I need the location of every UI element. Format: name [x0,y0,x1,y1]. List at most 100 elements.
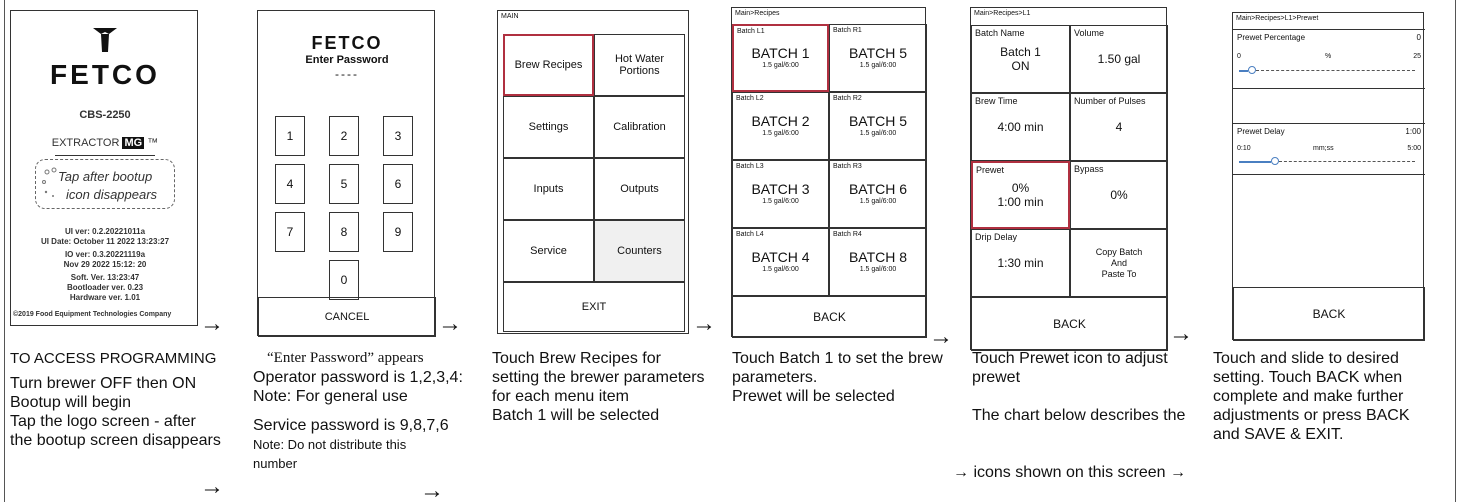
key-6[interactable]: 6 [383,164,413,204]
cancel-button[interactable]: CANCEL [258,297,436,337]
password-field[interactable]: ---- [335,67,359,81]
menu-calibration[interactable]: Calibration [594,96,685,158]
batch-detail: 1.5 gal/6:00 [859,198,897,205]
key-3[interactable]: 3 [383,116,413,156]
menu-label: Service [530,245,567,257]
caption-line: Turn brewer OFF then ON [10,375,197,392]
menu-brew-recipes[interactable]: Brew Recipes [503,34,594,96]
boot-screen[interactable]: FETCO CBS-2250 EXTRACTOR MG ™ Tap after … [10,10,198,326]
menu-hot-water-portions[interactable]: Hot Water Portions [594,34,685,96]
password-title: Enter Password [305,54,389,66]
batch-detail: 1.5 gal/6:00 [859,130,897,137]
brew-time-field[interactable]: Brew Time 4:00 min [971,93,1070,161]
bypass-field[interactable]: Bypass 0% [1070,161,1168,229]
copy-label: And [1110,257,1127,268]
caption-line: prewet [972,369,1021,386]
batch-slot-label: Batch R2 [833,95,862,102]
arrow-icon: → [438,310,462,337]
caption-line: Note: Do not distribute this [253,437,407,452]
menu-service[interactable]: Service [503,220,594,282]
fetco-logo[interactable]: FETCO [50,59,160,90]
caption-step-1: TO ACCESS PROGRAMMING Turn brewer OFF th… [10,349,221,450]
key-5[interactable]: 5 [329,164,359,204]
io-version: IO ver: 0.3.20221119a [64,250,146,259]
back-label: BACK [1053,317,1086,331]
menu-label: Outputs [620,183,659,195]
slider-fill [1239,70,1248,72]
slider-min: 0:10 [1237,145,1251,152]
separator [4,0,5,502]
caption-line: Batch 1 will be selected [492,407,660,424]
back-button[interactable]: BACK [971,297,1168,351]
fetco-mark-icon [93,28,117,52]
prewet-field[interactable]: Prewet 0%1:00 min [971,161,1070,229]
caption-step-2: “Enter Password” appears Operator passwo… [253,349,463,473]
drip-delay-field[interactable]: Drip Delay 1:30 min [971,229,1070,297]
batch-name: BATCH 4 [751,249,810,265]
key-8[interactable]: 8 [329,212,359,252]
caption-step-5-arrow-line: → icons shown on this screen → [953,463,1186,482]
percentage-slider[interactable] [1239,66,1415,76]
key-4[interactable]: 4 [275,164,305,204]
batch-name: BATCH 5 [848,113,908,129]
arrow-icon: → [1170,464,1187,481]
field-label: Batch Name [975,28,1025,38]
menu-label: Brew Recipes [514,59,583,71]
batch-slot-label: Batch R4 [833,231,862,238]
exit-label: EXIT [581,301,607,313]
caption-line: and SAVE & EXIT. [1213,426,1344,443]
pulses-field[interactable]: Number of Pulses 4 [1070,93,1168,161]
batch-slot-label: Batch L1 [737,28,765,35]
slider-unit: mm;ss [1313,145,1334,152]
menu-settings[interactable]: Settings [503,96,594,158]
exit-button[interactable]: EXIT [503,282,685,332]
menu-inputs[interactable]: Inputs [503,158,594,220]
menu-label: Calibration [613,121,666,133]
caption-line: setting the brewer parameters [492,369,705,386]
key-7[interactable]: 7 [275,212,305,252]
field-label: Prewet Percentage [1237,33,1306,42]
slider-track [1256,70,1415,71]
delay-slider[interactable] [1239,157,1415,167]
batch-detail: 1.5 gal/6:00 [859,266,897,273]
key-1[interactable]: 1 [275,116,305,156]
batch-detail: 1.5 gal/6:00 [762,130,799,137]
volume-field[interactable]: Volume 1.50 gal [1070,25,1168,93]
caption-line: Touch Brew Recipes for [492,350,661,367]
menu-counters[interactable]: Counters [594,220,685,282]
tap-hint-box[interactable]: Tap after bootup icon disappears [35,159,175,209]
caption-line: for each menu item [492,388,629,405]
caption-line: The chart below describes the [972,407,1186,424]
menu-label: Hot Water Portions [614,53,665,77]
caption-line: adjustments or press BACK [1213,407,1410,424]
key-0[interactable]: 0 [329,260,359,300]
caption-line: parameters. [732,369,818,386]
menu-outputs[interactable]: Outputs [594,158,685,220]
menu-label: Counters [617,245,662,257]
batch-detail: 1.5 gal/6:00 [762,62,799,69]
back-button[interactable]: BACK [1233,287,1425,341]
back-button[interactable]: BACK [732,296,927,338]
product-badge: MG [122,137,145,149]
key-2[interactable]: 2 [329,116,359,156]
arrow-icon: → [929,323,953,350]
back-label: BACK [1312,307,1346,321]
product-name: EXTRACTOR [51,137,120,149]
key-9[interactable]: 9 [383,212,413,252]
caption-line: number [253,456,298,471]
slider-thumb[interactable] [1271,157,1279,165]
slider-thumb[interactable] [1248,66,1256,74]
caption-line: complete and make further [1213,388,1404,405]
